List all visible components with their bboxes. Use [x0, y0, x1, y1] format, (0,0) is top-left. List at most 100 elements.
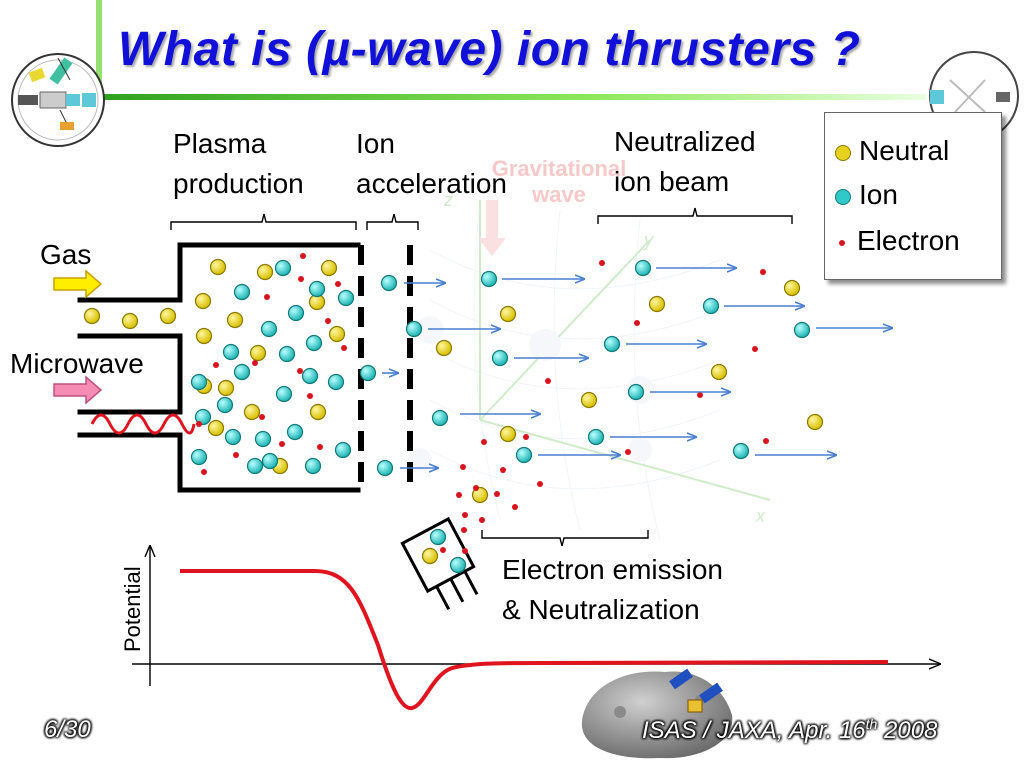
neutral-particle: [121, 312, 139, 330]
neutral-particle: [580, 391, 598, 409]
particles-layer: [83, 253, 824, 574]
neutral-particle: [499, 305, 517, 323]
asteroid-spacecraft-icon: [581, 668, 733, 759]
electron-particle: [317, 444, 323, 450]
footer-credit-year: 2008: [877, 717, 938, 744]
ion-particle: [301, 367, 319, 385]
neutral-particle: [648, 295, 666, 313]
electron-particle: [461, 527, 467, 533]
ion-particle: [286, 423, 304, 441]
background-figure-title: Gravitational wave: [491, 156, 627, 207]
neutral-particle: [217, 379, 235, 397]
electron-particle: [213, 362, 219, 368]
electron-particle: [523, 434, 529, 440]
ion-particle: [337, 289, 355, 307]
electron-particle: [440, 547, 446, 553]
ion-particle: [634, 259, 652, 277]
gas-label: Gas: [40, 239, 92, 270]
neutral-particle: [249, 344, 267, 362]
electron-particle: [494, 491, 500, 497]
electron-particle: [545, 378, 551, 384]
axis-y-label: y: [642, 230, 654, 250]
ion-particle: [380, 274, 398, 292]
electron-particle: [462, 548, 468, 554]
slide-title: What is (µ-wave) ion thrusters ?: [118, 23, 861, 76]
plasma-chamber: [77, 242, 361, 493]
neutral-particle: [256, 263, 274, 281]
ion-particle: [246, 457, 264, 475]
ion-acceleration-label: Ion acceleration: [356, 128, 507, 199]
electron-particle: [760, 269, 766, 275]
electron-dot-icon: [839, 239, 845, 246]
ion-particle: [194, 408, 212, 426]
electron-particle: [456, 492, 462, 498]
ion-particle: [287, 304, 305, 322]
electron-particle: [634, 320, 640, 326]
electron-particle: [233, 452, 239, 458]
electron-particle: [335, 281, 341, 287]
potential-plot: [132, 546, 940, 711]
electron-particle: [481, 439, 487, 445]
neutral-particle: [207, 419, 225, 437]
electron-particle: [697, 392, 703, 398]
page-number: 6/30: [44, 716, 91, 743]
ion-particle: [359, 364, 377, 382]
legend: Neutral Ion Electron: [824, 112, 1002, 280]
neutral-particle: [309, 403, 327, 421]
potential-curve: [180, 569, 889, 711]
electron-particle: [752, 346, 758, 352]
electron-particle: [298, 276, 304, 282]
ion-particle: [304, 457, 322, 475]
electron-particle: [500, 467, 506, 473]
microwave-wave: [90, 413, 196, 435]
axis-x-label: x: [755, 506, 766, 526]
header-bar: [96, 94, 926, 100]
neutral-particle: [806, 413, 824, 431]
footer-superscript: th: [865, 716, 878, 732]
electron-particle: [264, 294, 270, 300]
legend-item-neutral: Neutral: [835, 131, 949, 171]
ion-particle: [334, 441, 352, 459]
ion-particle: [491, 349, 509, 367]
electron-particle: [325, 318, 331, 324]
ion-particle: [405, 320, 423, 338]
label-brackets: [170, 207, 793, 547]
electron-particle: [196, 421, 202, 427]
ion-particle: [190, 448, 208, 466]
electron-particle: [537, 481, 543, 487]
electron-particle: [297, 368, 303, 374]
ion-particle: [254, 430, 272, 448]
ion-particle: [275, 385, 293, 403]
ion-particle: [260, 320, 278, 338]
neutral-particle: [320, 259, 338, 277]
electron-particle: [252, 360, 258, 366]
ion-particle: [603, 335, 621, 353]
neutral-particle: [783, 279, 801, 297]
ion-particle: [261, 452, 279, 470]
neutral-particle: [499, 425, 517, 443]
electron-particle: [479, 517, 485, 523]
background-gravitational-wave-figure: z y x: [408, 190, 771, 541]
spacecraft-logo-icon: [11, 53, 105, 147]
ion-particle: [702, 297, 720, 315]
footer-credit: ISAS / JAXA, Apr. 16th 2008: [642, 716, 937, 745]
neutral-particle: [471, 486, 489, 504]
legend-item-ion: Ion: [835, 175, 898, 215]
neutral-particle: [421, 547, 439, 565]
electron-particle: [473, 485, 479, 491]
legend-item-electron: Electron: [835, 221, 960, 261]
ion-particle: [278, 345, 296, 363]
plasma-production-label: Plasma production: [173, 128, 304, 199]
ion-particle: [216, 396, 234, 414]
electron-particle: [201, 469, 207, 475]
ion-particle: [429, 528, 447, 546]
electron-particle: [307, 393, 313, 399]
neutral-particle: [195, 327, 213, 345]
ion-particle: [431, 409, 449, 427]
neutral-particle: [435, 339, 453, 357]
ion-particle: [305, 334, 323, 352]
ion-particle: [190, 373, 208, 391]
legend-label: Neutral: [859, 135, 950, 166]
